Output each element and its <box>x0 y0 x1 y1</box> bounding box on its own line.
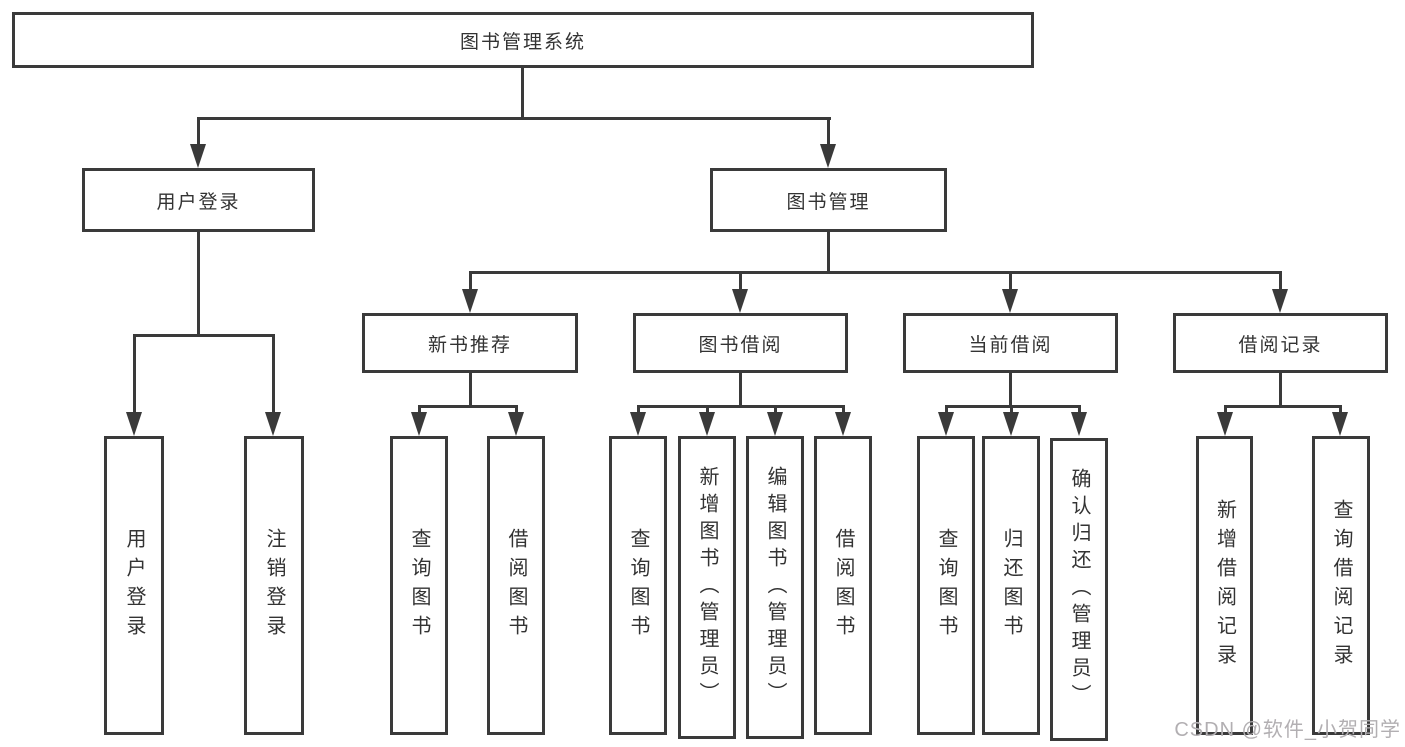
connector-line <box>1009 373 1012 408</box>
arrow-down-icon <box>630 412 646 436</box>
connector-line <box>197 232 200 335</box>
connector-line <box>637 405 844 408</box>
connector-line <box>521 68 524 118</box>
connector-line <box>469 373 472 408</box>
leaf-records-query-record: 查询借阅记录 <box>1312 436 1370 735</box>
arrow-down-icon <box>699 412 715 436</box>
leaf-newbook-query-books: 查询图书 <box>390 436 448 735</box>
arrow-down-icon <box>1272 289 1288 313</box>
connector-line <box>197 117 831 120</box>
leaf-current-return-books: 归还图书 <box>982 436 1040 735</box>
leaf-borrow-query-books: 查询图书 <box>609 436 667 735</box>
arrow-down-icon <box>190 144 206 168</box>
arrow-down-icon <box>265 412 281 436</box>
connector-line <box>418 405 421 415</box>
connector-line <box>842 405 845 415</box>
node-borrowing-records: 借阅记录 <box>1173 313 1388 373</box>
connector-line <box>1279 271 1282 291</box>
connector-line <box>1339 405 1342 415</box>
arrow-down-icon <box>1003 412 1019 436</box>
arrow-down-icon <box>1071 412 1087 436</box>
connector-line <box>1010 405 1013 415</box>
csdn-watermark: CSDN @软件_小贺同学 <box>1174 719 1401 741</box>
connector-line <box>1078 405 1081 415</box>
node-current-borrowing: 当前借阅 <box>903 313 1118 373</box>
connector-line <box>827 232 830 273</box>
connector-line <box>774 405 777 415</box>
connector-line <box>706 405 709 415</box>
node-new-book-recommend: 新书推荐 <box>362 313 578 373</box>
arrow-down-icon <box>767 412 783 436</box>
arrow-down-icon <box>1332 412 1348 436</box>
leaf-user-login: 用户登录 <box>104 436 164 735</box>
node-book-borrowing: 图书借阅 <box>633 313 848 373</box>
connector-line <box>1224 405 1227 415</box>
leaf-borrow-borrow-books: 借阅图书 <box>814 436 872 735</box>
arrow-down-icon <box>126 412 142 436</box>
connector-line <box>1009 271 1012 291</box>
connector-line <box>418 405 518 408</box>
connector-line <box>133 334 136 414</box>
connector-line <box>197 117 200 147</box>
arrow-down-icon <box>462 289 478 313</box>
connector-line <box>739 373 742 408</box>
connector-line <box>515 405 518 415</box>
arrow-down-icon <box>508 412 524 436</box>
connector-line <box>272 334 275 414</box>
leaf-borrow-add-books-admin: 新增图书（管理员） <box>678 436 736 739</box>
leaf-borrow-edit-books-admin: 编辑图书（管理员） <box>746 436 804 739</box>
connector-line <box>637 405 640 415</box>
connector-line <box>1279 373 1282 408</box>
leaf-records-add-record: 新增借阅记录 <box>1196 436 1253 735</box>
connector-line <box>945 405 948 415</box>
arrow-down-icon <box>835 412 851 436</box>
node-user-login-branch: 用户登录 <box>82 168 315 232</box>
arrow-down-icon <box>1002 289 1018 313</box>
arrow-down-icon <box>732 289 748 313</box>
arrow-down-icon <box>938 412 954 436</box>
arrow-down-icon <box>411 412 427 436</box>
node-book-management: 图书管理 <box>710 168 947 232</box>
connector-line <box>133 334 274 337</box>
leaf-current-confirm-return-admin: 确认归还（管理员） <box>1050 438 1108 741</box>
connector-line <box>469 271 472 291</box>
arrow-down-icon <box>820 144 836 168</box>
leaf-newbook-borrow-books: 借阅图书 <box>487 436 545 735</box>
leaf-logout-login: 注销登录 <box>244 436 304 735</box>
leaf-current-query-books: 查询图书 <box>917 436 975 735</box>
arrow-down-icon <box>1217 412 1233 436</box>
connector-line <box>1224 405 1341 408</box>
node-library-management-system: 图书管理系统 <box>12 12 1034 68</box>
connector-line <box>739 271 742 291</box>
connector-line <box>827 117 830 147</box>
connector-line <box>469 271 1282 274</box>
